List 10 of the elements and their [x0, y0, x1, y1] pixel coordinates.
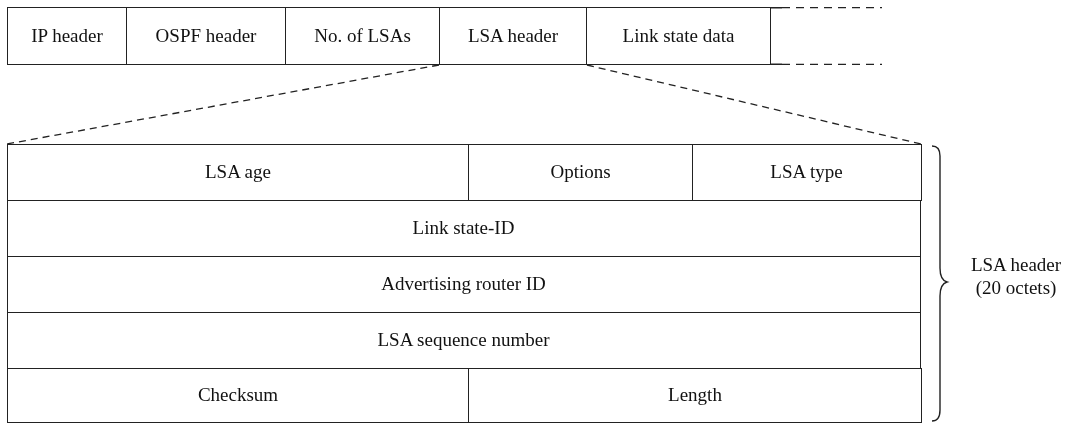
field-cell: IP header — [7, 7, 127, 65]
brace-label: LSA header (20 octets) — [969, 254, 1063, 300]
zoom-line — [586, 64, 922, 145]
field-cell: OSPF header — [126, 7, 286, 65]
field-cell: LSA header — [439, 7, 587, 65]
zoom-line — [6, 64, 440, 145]
field-cell: Link state data — [586, 7, 771, 65]
field-cell: No. of LSAs — [285, 7, 440, 65]
field-cell: Length — [468, 367, 922, 423]
header-table-frame — [7, 144, 921, 422]
